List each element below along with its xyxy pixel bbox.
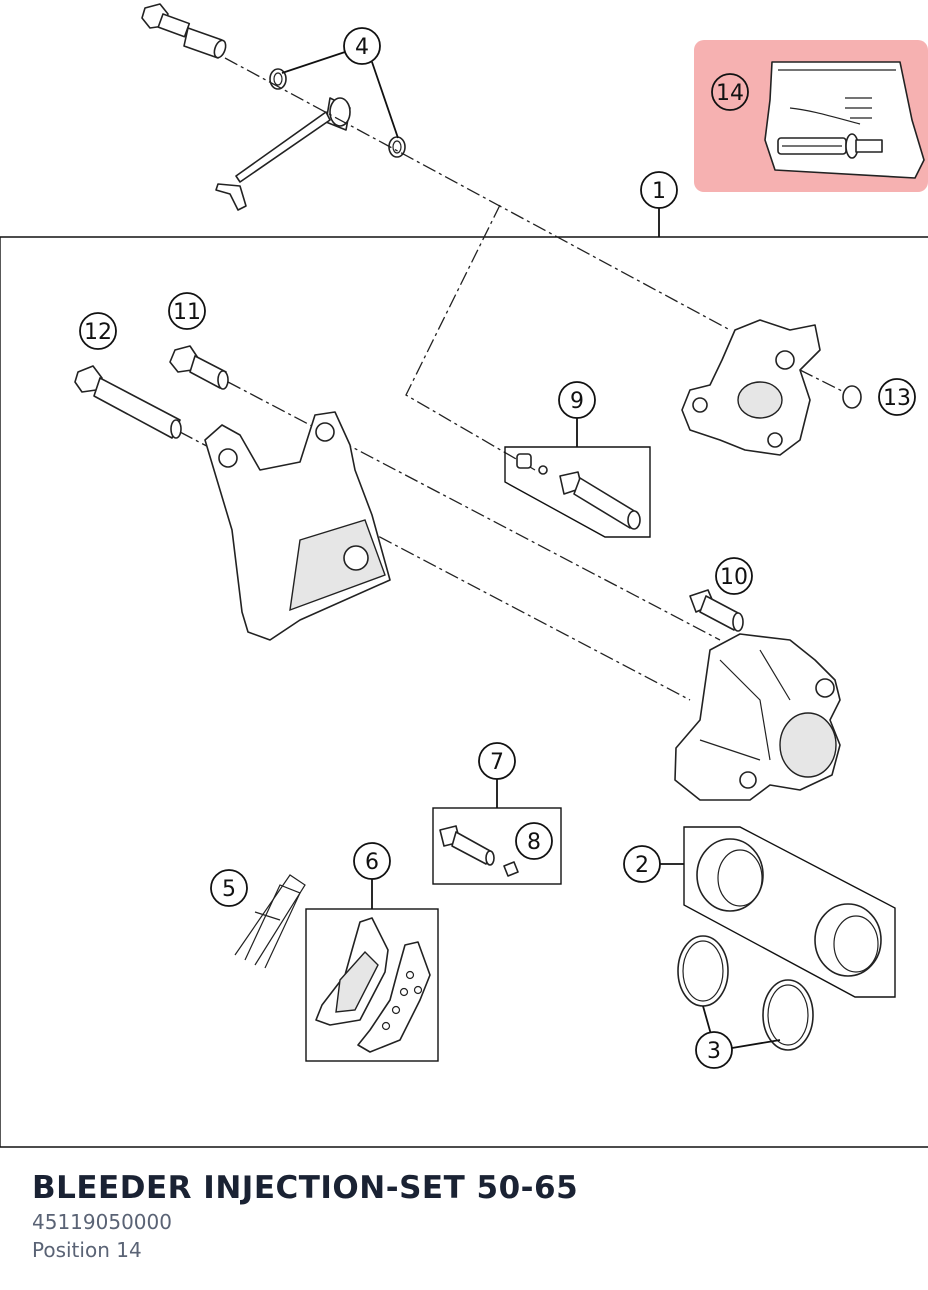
pin-kit xyxy=(504,446,651,538)
callout-9[interactable]: 9 xyxy=(558,381,596,419)
callout-12[interactable]: 12 xyxy=(79,312,117,350)
svg-text:13: 13 xyxy=(883,386,911,411)
callout-3[interactable]: 3 xyxy=(695,1031,733,1069)
callout-13[interactable]: 13 xyxy=(878,378,916,416)
callout-11[interactable]: 11 xyxy=(168,292,206,330)
seal-rings xyxy=(677,935,814,1051)
svg-text:8: 8 xyxy=(527,830,541,855)
piston-set xyxy=(683,826,896,998)
part-number: 45119050000 xyxy=(32,1210,172,1234)
pin-10 xyxy=(689,589,744,632)
callout-5[interactable]: 5 xyxy=(210,869,248,907)
svg-text:7: 7 xyxy=(490,750,504,775)
callout-6[interactable]: 6 xyxy=(353,842,391,880)
svg-text:6: 6 xyxy=(365,850,379,875)
svg-text:10: 10 xyxy=(720,565,748,590)
callout-7[interactable]: 7 xyxy=(478,742,516,780)
callout-4[interactable]: 4 xyxy=(343,27,381,65)
svg-text:2: 2 xyxy=(635,853,649,878)
svg-text:3: 3 xyxy=(707,1039,721,1064)
callout-8[interactable]: 8 xyxy=(515,822,553,860)
svg-text:1: 1 xyxy=(652,179,666,204)
callout-14[interactable]: 14 xyxy=(711,73,749,111)
part-title: BLEEDER INJECTION-SET 50-65 xyxy=(32,1170,579,1206)
o-ring-13 xyxy=(842,385,862,409)
bolt-11 xyxy=(169,345,229,390)
svg-text:9: 9 xyxy=(570,389,584,414)
position-label: Position 14 xyxy=(32,1238,142,1262)
bolt-12 xyxy=(74,365,182,439)
svg-text:12: 12 xyxy=(84,320,112,345)
guide-pin-kit xyxy=(432,807,562,885)
part-info-panel: BLEEDER INJECTION-SET 50-65 45119050000 … xyxy=(32,1168,892,1264)
callout-2[interactable]: 2 xyxy=(623,845,661,883)
brake-pads xyxy=(305,908,439,1062)
svg-text:14: 14 xyxy=(716,81,744,106)
exploded-parts-diagram: 1 2 3 4 5 6 7 8 9 10 11 12 xyxy=(0,3,928,1148)
svg-text:4: 4 xyxy=(355,35,369,60)
callout-10[interactable]: 10 xyxy=(715,557,753,595)
svg-text:5: 5 xyxy=(222,877,236,902)
assembly-frame xyxy=(0,236,928,1148)
upper-bolt-group xyxy=(141,3,406,211)
brake-caliper xyxy=(674,633,841,801)
svg-text:11: 11 xyxy=(173,300,201,325)
bleeder-injection-set xyxy=(764,61,925,179)
callout-1[interactable]: 1 xyxy=(640,171,678,209)
caliper-bracket xyxy=(204,411,391,641)
leader-lines xyxy=(281,51,781,1049)
spring-clip xyxy=(234,874,306,969)
caliper-support xyxy=(681,319,821,456)
